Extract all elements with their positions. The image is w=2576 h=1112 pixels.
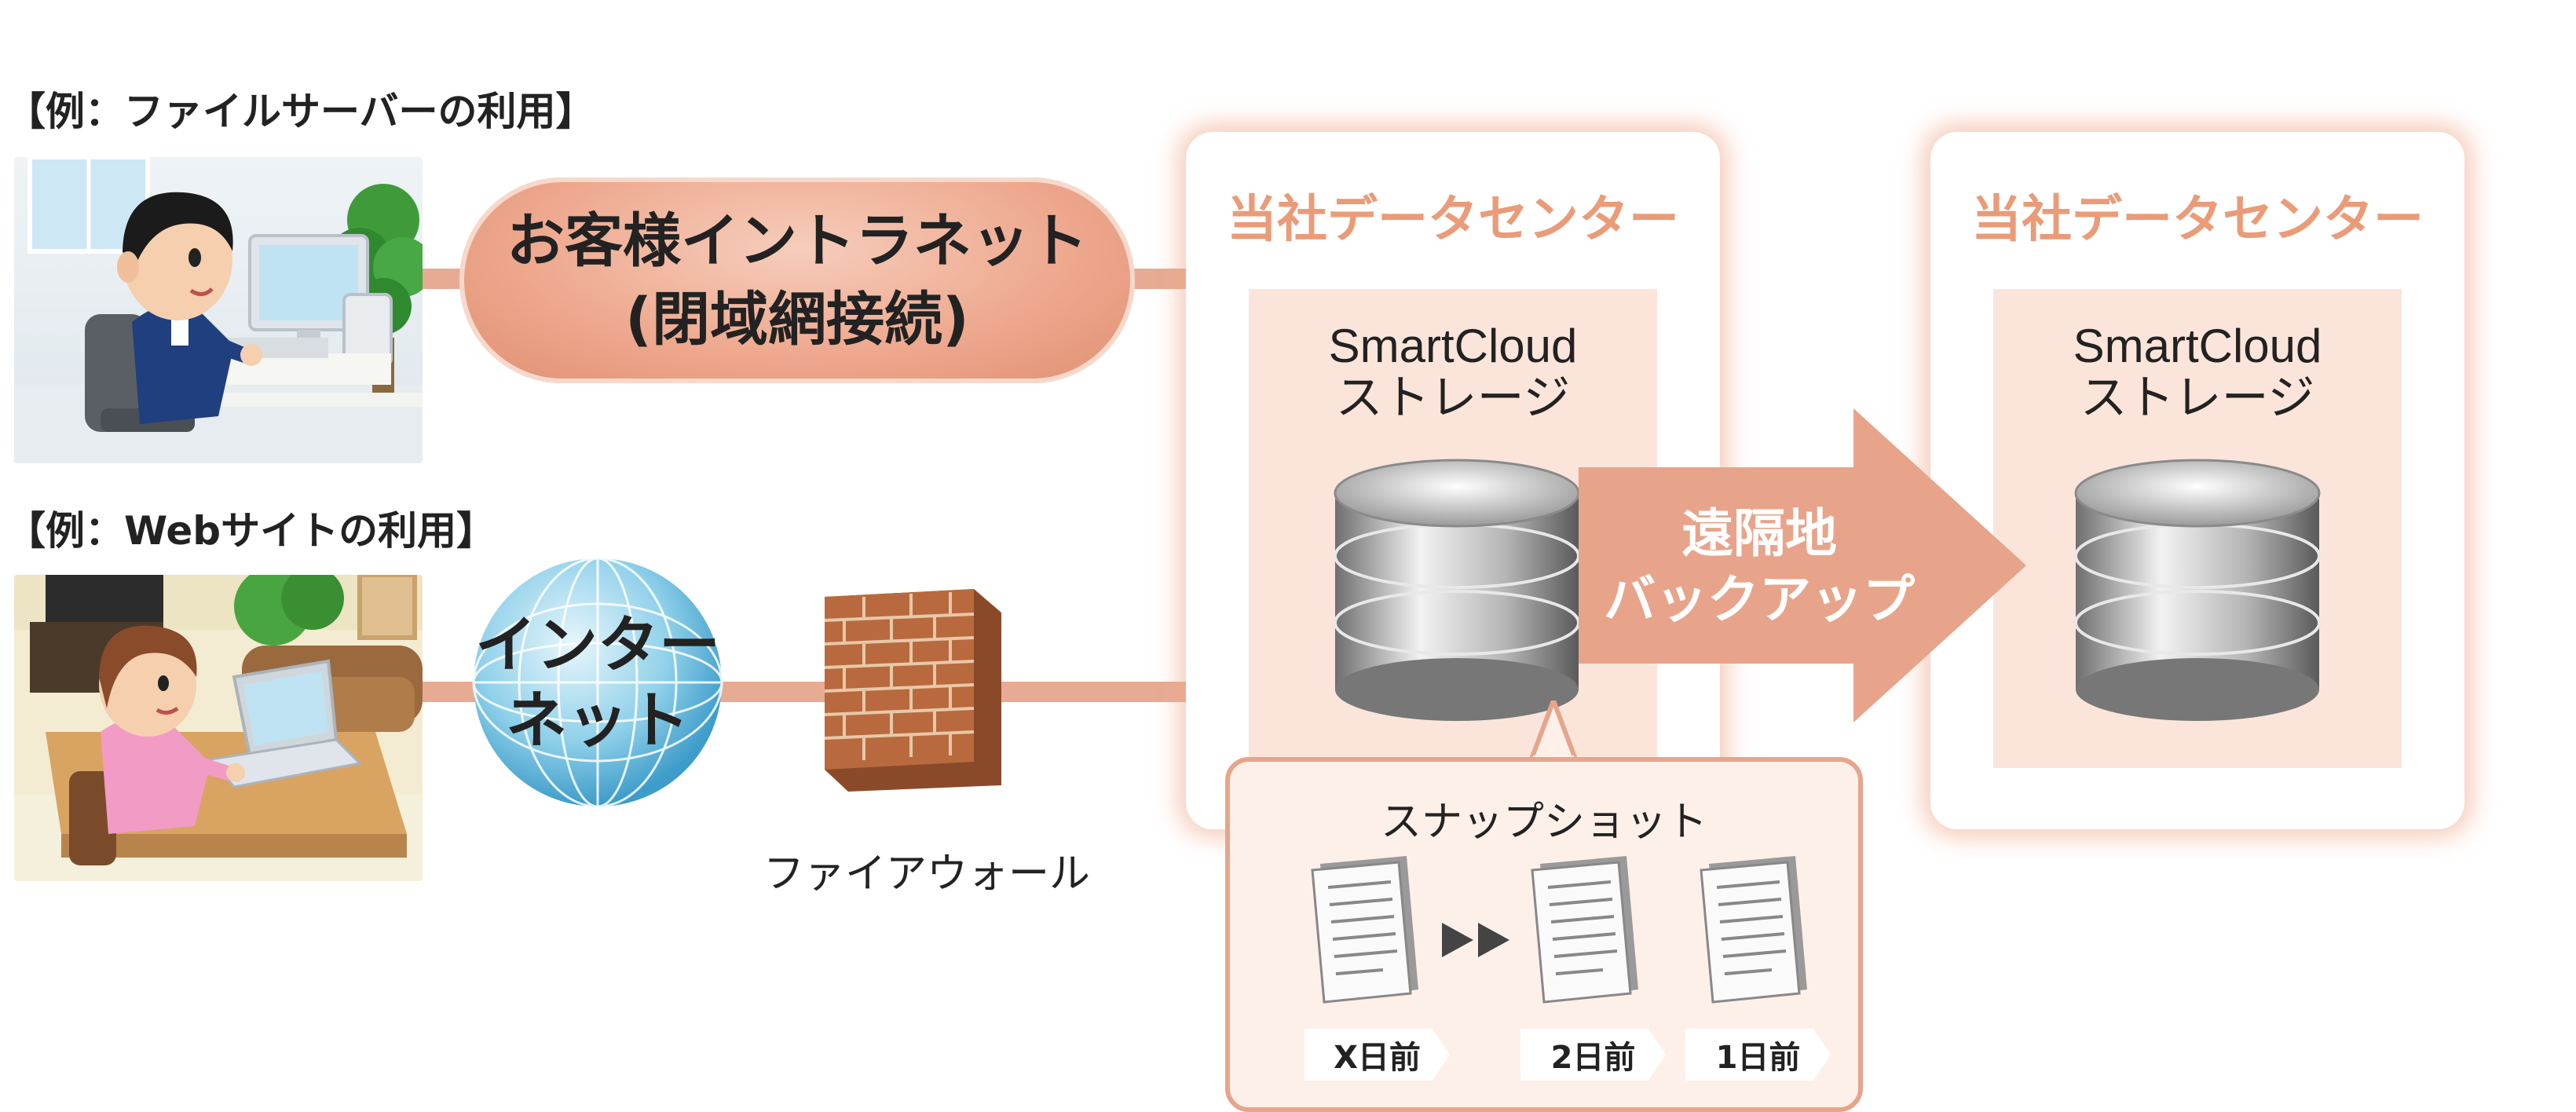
snapshot-callout-pointer [1526,693,1581,766]
storage-box-right: SmartCloud ストレージ [1993,289,2402,768]
intranet-line2: (閉域網接続) [625,286,969,353]
document-icon-x-days [1311,856,1418,1004]
storage-right-line1: SmartCloud [2073,320,2322,372]
customer-intranet-pill: お客様イントラネット (閉域網接続) [459,177,1135,383]
globe-icon [472,557,723,808]
database-icon-left [1334,459,1580,721]
double-chevron-right-icon [1442,923,1509,957]
internet-globe: インター ネット [468,553,727,812]
intranet-line1: お客様イントラネット [507,207,1088,275]
remote-backup-arrow: 遠隔地 バックアップ [1579,408,2026,722]
internet-line2: ネット [505,686,690,756]
backup-line2: バックアップ [1604,569,1915,630]
firewall-brick-wall [817,581,1005,793]
database-icon-right [2074,459,2321,721]
storage-left-line1: SmartCloud [1328,320,1578,372]
storage-box-left: SmartCloud ストレージ [1249,289,1657,831]
arrow-right-icon [1579,408,2026,722]
snapshot-tag-1-day: 1日前 [1685,1029,1831,1081]
document-icon-1-day [1700,856,1807,1004]
office-worker-illustration [14,157,423,463]
backup-line1: 遠隔地 [1681,503,1837,564]
snapshot-tag-x-days: X日前 [1304,1029,1450,1081]
datacenter-panel-right: 当社データセンター SmartCloud ストレージ [1930,132,2464,829]
datacenter-title-right: 当社データセンター [1971,191,2424,249]
document-icon-2-days [1531,856,1638,1004]
datacenter-title-left: 当社データセンター [1227,191,1679,249]
snapshot-title: スナップショット [1380,799,1707,846]
connector-line-intranet-right [1123,269,1194,289]
snapshot-tag-2-days: 2日前 [1520,1029,1666,1081]
internet-line1: インター [474,610,720,681]
datacenter-panel-left: 当社データセンター SmartCloud ストレージ [1186,132,1720,831]
snapshot-box: スナップショット X日前 2日前 1日前 [1225,757,1863,1112]
example-website-label: 【例：Webサイトの利用】 [6,508,496,554]
home-user-illustration [14,575,423,881]
example-file-server-label: 【例：ファイルサーバーの利用】 [6,89,595,134]
firewall-label: ファイアウォール [763,850,1090,898]
storage-left-line2: ストレージ [1335,371,1571,424]
brick-wall-icon [824,589,1001,792]
storage-right-line2: ストレージ [2080,371,2315,424]
